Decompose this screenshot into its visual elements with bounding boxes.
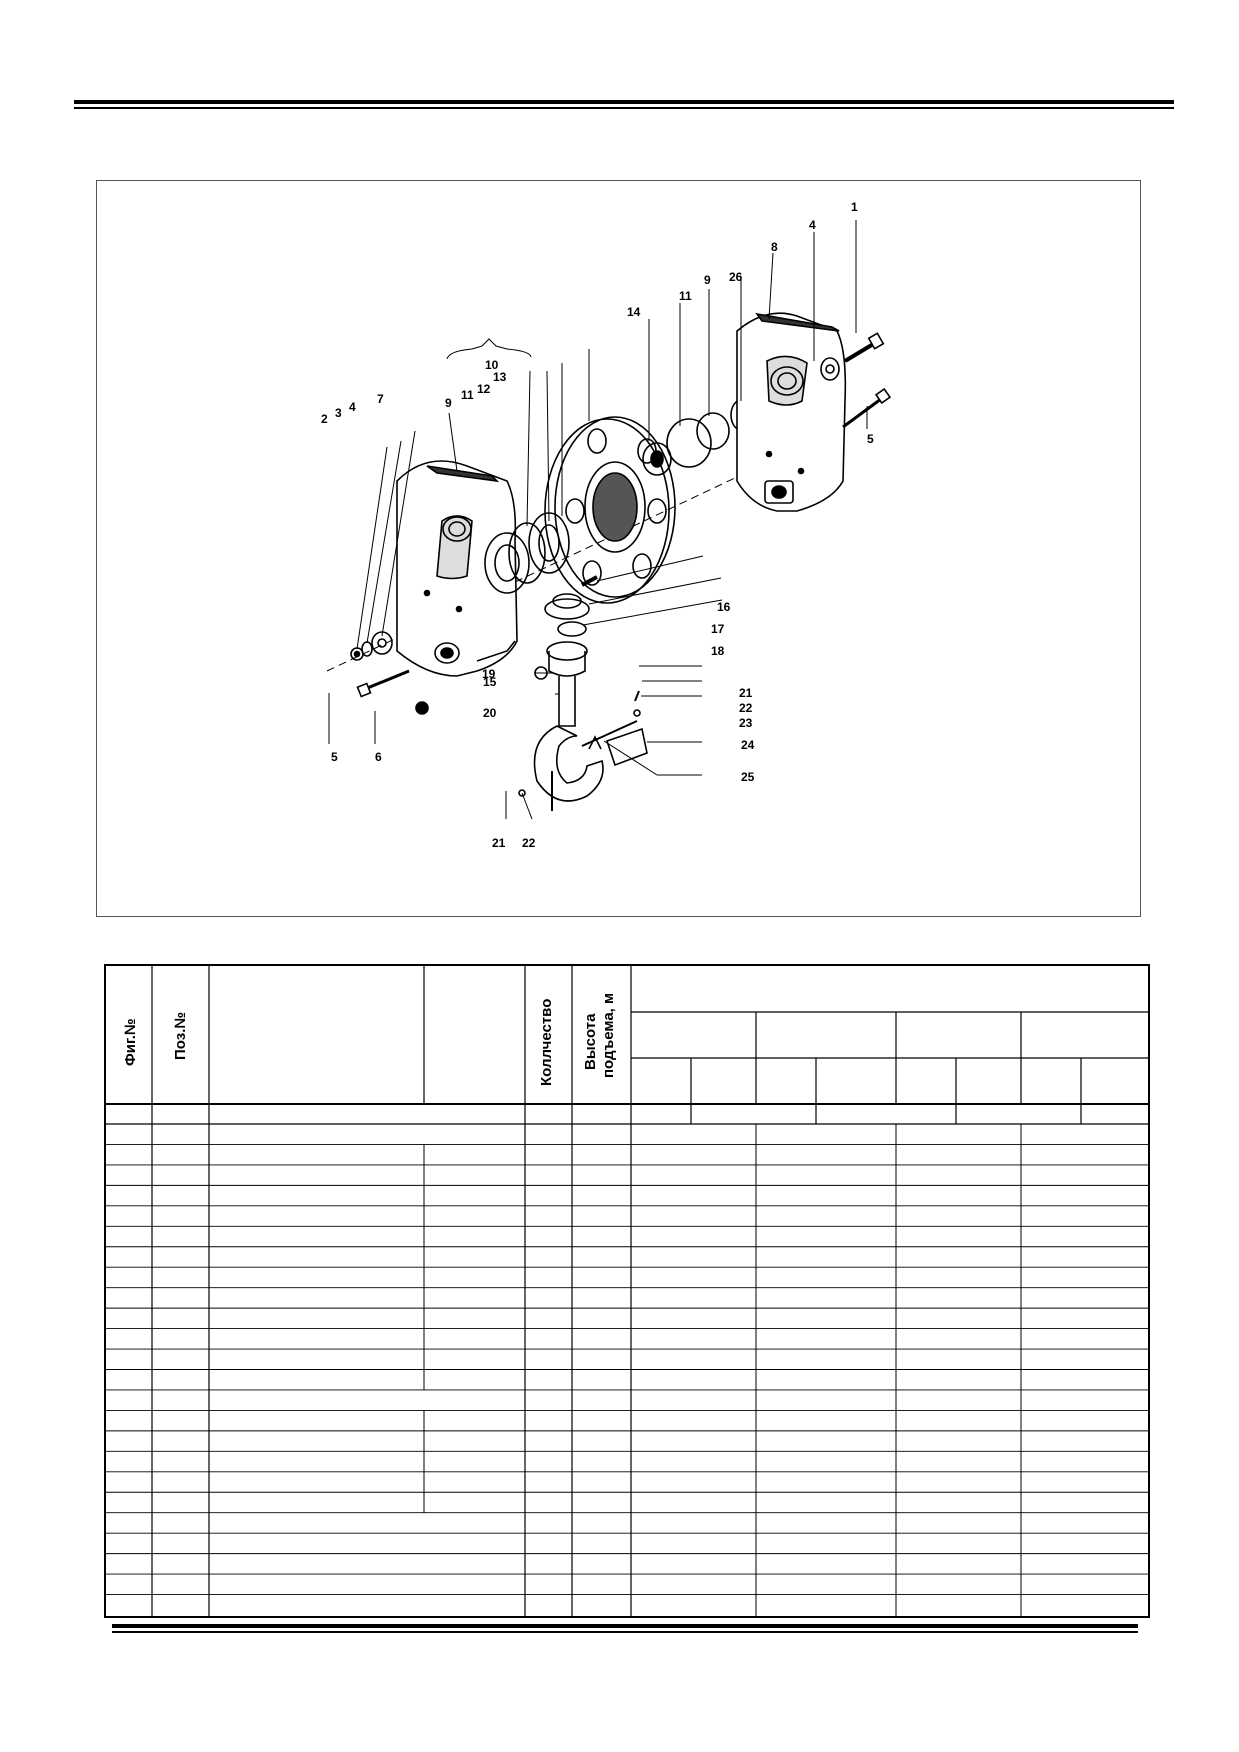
callout-21-bottom: 21 [492,836,506,850]
header-lift-height-1: Высота [582,1013,599,1070]
callout-24: 24 [741,738,755,752]
callout-5-left: 5 [331,750,338,764]
parts-table: Фиг.№ Поз.№ Коллчество Высота подъема, м [104,964,1150,1618]
callout-11-left: 11 [461,388,474,402]
hook-block-drawing: 1 2 3 4 4 5 5 6 7 8 9 9 10 11 11 12 13 1… [321,200,892,850]
callout-22-bottom: 22 [522,836,536,850]
callout-25: 25 [741,770,755,784]
callout-26: 26 [729,270,743,284]
callout-7: 7 [377,392,384,406]
bottom-rule-thick [112,1624,1138,1628]
callout-6: 6 [375,750,382,764]
callout-13: 13 [493,370,507,384]
header-quantity: Коллчество [538,998,555,1086]
callout-17: 17 [711,622,725,636]
parts-table-grid [106,966,1148,1616]
callout-22-right: 22 [739,701,753,715]
callout-labels: 1 2 3 4 4 5 5 6 7 8 9 9 10 11 11 12 13 1… [321,200,874,850]
callout-21-right: 21 [739,686,753,700]
callout-10: 10 [485,358,499,372]
callout-23: 23 [739,716,753,730]
callout-11-right: 11 [679,289,692,303]
callout-14: 14 [627,305,641,319]
top-rule-thin [74,107,1174,109]
callout-15: 15 [483,675,497,689]
callout-19: 19 [482,667,496,681]
callout-1: 1 [851,200,858,214]
bottom-rule-thin [112,1631,1138,1633]
callout-3: 3 [335,406,342,420]
callout-8: 8 [771,240,778,254]
callout-9-left: 9 [445,396,452,410]
callout-4-left: 4 [349,400,356,414]
header-pos-no: Поз.№ [172,1011,189,1060]
callout-16: 16 [717,600,731,614]
exploded-view-diagram: 1 2 3 4 4 5 5 6 7 8 9 9 10 11 11 12 13 1… [96,180,1141,917]
callout-12: 12 [477,382,491,396]
header-lift-height-2: подъема, м [600,992,617,1078]
header-fig-no: Фиг.№ [122,1018,139,1066]
callout-5-right: 5 [867,432,874,446]
callout-18: 18 [711,644,725,658]
callout-2: 2 [321,412,328,426]
callout-4-right: 4 [809,218,816,232]
callout-9-right: 9 [704,273,711,287]
callout-20: 20 [483,706,497,720]
top-rule-thick [74,100,1174,104]
